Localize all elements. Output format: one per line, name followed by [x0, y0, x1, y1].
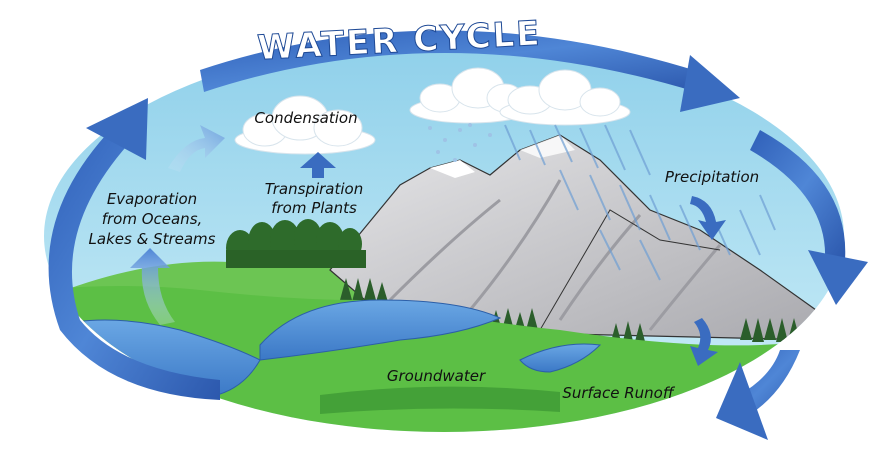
cloud-precipitation-left [409, 67, 531, 124]
cloud-condensation [234, 95, 376, 155]
ring-right-arc [750, 130, 846, 260]
label-condensation: Condensation [254, 109, 357, 127]
transpiration-arrow [300, 152, 336, 178]
ring-bottom-arrowhead [716, 362, 768, 440]
ring-top-arrowhead [680, 55, 740, 112]
ring-top-arc [200, 30, 700, 92]
stream [519, 343, 602, 373]
label-evaporation-1: Evaporation [107, 190, 197, 208]
ring-left-arc [48, 120, 220, 400]
runoff-arrow [690, 318, 718, 366]
label-groundwater: Groundwater [387, 367, 486, 385]
label-evaporation-2: from Oceans, [102, 210, 203, 228]
label-evaporation-3: Lakes & Streams [89, 230, 216, 248]
rain-streaks [504, 124, 776, 281]
ring-right-arrowhead [808, 250, 868, 305]
label-precipitation: Precipitation [665, 168, 759, 186]
label-transpiration-1: Transpiration [265, 180, 363, 198]
label-transpiration-2: from Plants [271, 199, 357, 217]
lake [259, 299, 502, 361]
groundwater-layer [320, 386, 560, 414]
foreground-grass [44, 286, 844, 432]
snow-flurries [428, 123, 492, 162]
precipitation-arrow [690, 196, 726, 240]
label-surface-runoff: Surface Runoff [562, 384, 676, 402]
evaporation-lower-arrow [130, 248, 175, 325]
ring-left-arrowhead [86, 98, 148, 160]
evaporation-upper-arrow [168, 125, 225, 172]
forest-left [226, 219, 366, 268]
cloud-precipitation-right [499, 69, 631, 126]
cycle-ring [48, 30, 868, 440]
